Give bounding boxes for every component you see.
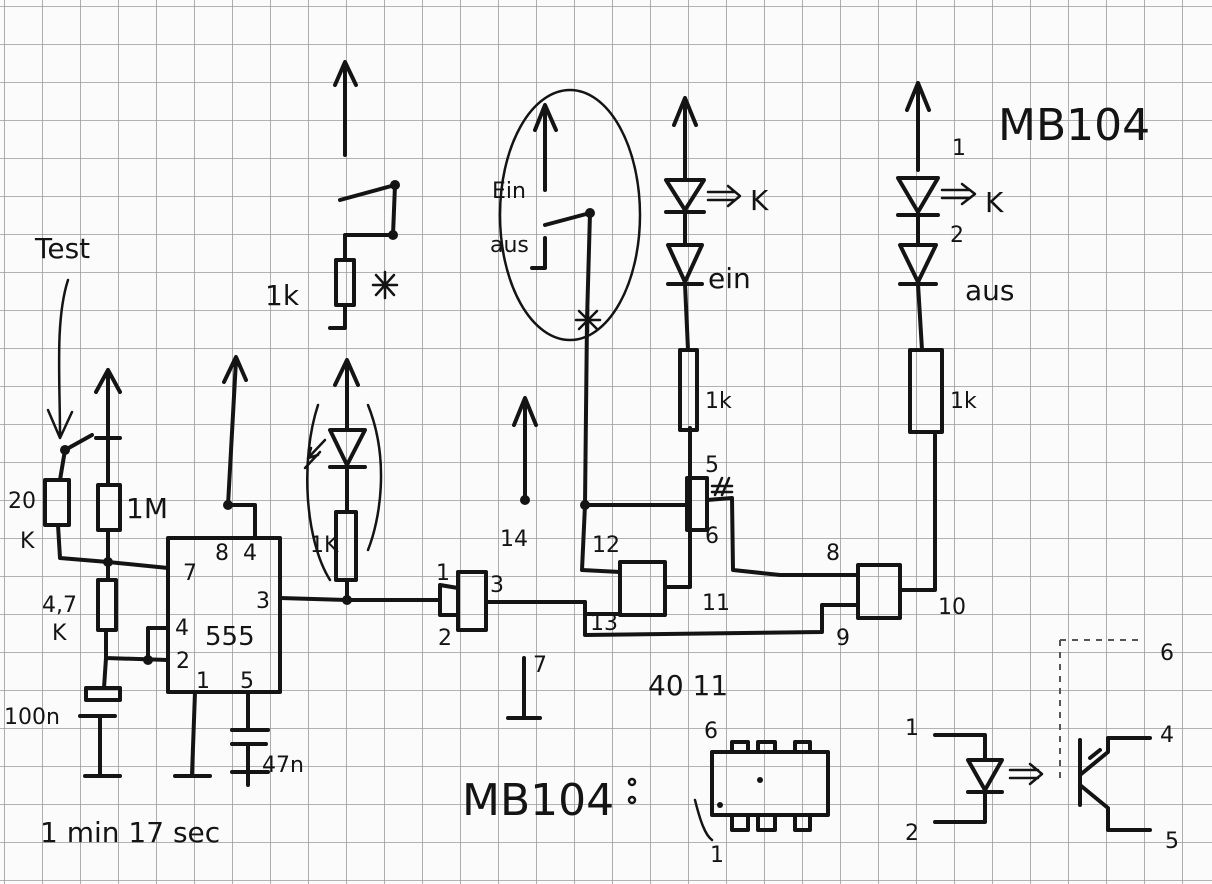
junction: [143, 655, 153, 665]
pin-label: 5: [1165, 829, 1179, 854]
pin-label: 3: [490, 573, 504, 598]
wire-555-output: [278, 596, 442, 602]
resistor-1k-label: 1k: [265, 279, 300, 312]
capacitor-47n-label: 47n: [262, 753, 304, 778]
pin-label: 8: [826, 541, 840, 566]
pin-label: 1: [905, 716, 919, 741]
mb104-bottom-label: MB104: [462, 775, 614, 826]
junction: [103, 557, 113, 567]
scribble-mark: [710, 476, 734, 497]
capacitor-47n: 47n: [230, 690, 304, 787]
capacitor-100n: 100n: [4, 686, 122, 778]
led-column-aus: 1 K 2 aus 1k: [896, 81, 1015, 434]
led-column-ein: K ein 1k: [664, 96, 769, 432]
test-annotation: Test: [34, 232, 90, 440]
gate-1-2-3: 1 2 3: [436, 561, 587, 651]
test-switch: [58, 433, 94, 482]
aus-led-label: aus: [965, 274, 1015, 307]
pin-label: 8: [215, 541, 229, 566]
ground-pin1: [173, 690, 212, 778]
pin-7-ground: 7: [506, 653, 547, 720]
test-arrow-icon: [46, 278, 74, 440]
bracket-arcs: [306, 403, 383, 582]
pin-label: 4: [243, 541, 257, 566]
pin-label: 7: [533, 653, 547, 678]
pin-label: 14: [500, 527, 528, 552]
pin-label: 10: [938, 595, 966, 620]
wire-pin7: [56, 523, 170, 582]
pin-label: 2: [438, 626, 452, 651]
resistor-4-7k: 4,7 K: [42, 578, 118, 646]
pin-label: 13: [590, 611, 618, 636]
pin-label: 12: [592, 533, 620, 558]
pin-label: 4: [1160, 723, 1174, 748]
top-switch: 1k: [265, 60, 400, 330]
gate-12-13-11: 12 13 11: [583, 426, 730, 636]
ic-4011-label: 40 11: [648, 669, 728, 702]
resistor-1k-label: 1k: [705, 389, 732, 414]
vcc-arrow-icon: [222, 355, 257, 540]
indicator-led-branch: 1K: [303, 358, 383, 602]
pin-14-vcc: 14: [500, 396, 538, 552]
resistor-4-7k-unit: K: [52, 621, 67, 646]
led-icon: [328, 428, 367, 469]
pin-label: 1: [952, 136, 966, 161]
pin-label: 2: [176, 649, 190, 674]
timing-note: 1 min 17 sec: [40, 816, 220, 849]
pin-label: 5: [705, 453, 719, 478]
pin-label: 7: [183, 561, 197, 586]
capacitor-100n-label: 100n: [4, 705, 60, 730]
optocoupler-pinout: 1 2 6 4 5: [905, 639, 1179, 854]
pin-label: 2: [905, 821, 919, 846]
pin-label: 5: [240, 669, 254, 694]
resistor-20k-label: 20: [8, 489, 36, 514]
wire-network: [580, 211, 860, 637]
resistor-20k-unit: K: [20, 529, 35, 554]
pin-label: 2: [950, 223, 964, 248]
resistor-4-7k-label: 4,7: [42, 593, 77, 618]
ic-555-label: 555: [205, 622, 255, 652]
ein-led-label: ein: [708, 262, 751, 295]
pin-label: 11: [702, 591, 730, 616]
junction: [580, 500, 590, 510]
pin-label: 1: [710, 843, 724, 868]
junction: [223, 500, 233, 510]
mb104-chip-outline: 6 1: [627, 719, 830, 868]
pin-label: 1: [436, 561, 450, 586]
pin-label: 3: [256, 589, 270, 614]
pin-label: 9: [836, 626, 850, 651]
pin-label: 1: [196, 669, 210, 694]
gate-8-9-10: 8 9 10: [826, 433, 966, 651]
ein-label: Ein: [492, 179, 526, 204]
phototransistor-symbol: K: [750, 184, 769, 217]
aus-label: aus: [490, 233, 529, 258]
test-label: Test: [34, 232, 90, 265]
pin-label: 4: [175, 616, 189, 641]
pin-label: 6: [705, 524, 719, 549]
mb104-title: MB104: [998, 100, 1150, 151]
asterisk-icon: [371, 270, 399, 300]
pin-label: 6: [1160, 641, 1174, 666]
resistor-1k-label: 1k: [950, 389, 977, 414]
ic-555: 555 7 8 4 3 4 2 1 5: [166, 536, 282, 694]
pin-label: 6: [704, 719, 718, 744]
resistor-1m-label: 1M: [126, 492, 168, 525]
phototransistor-symbol: K: [985, 186, 1004, 219]
gate-5-6: 5 6: [685, 453, 860, 577]
